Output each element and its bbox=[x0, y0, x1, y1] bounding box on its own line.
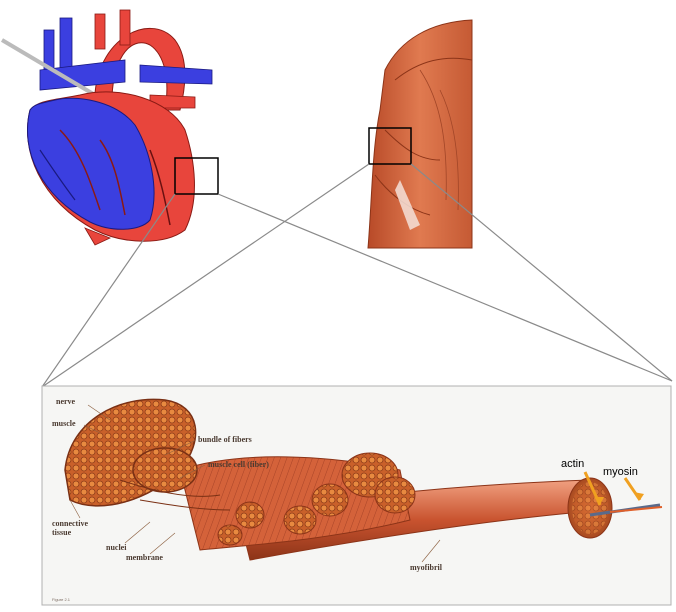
label-actin: actin bbox=[561, 458, 584, 470]
label-myofibril: myofibril bbox=[410, 563, 443, 572]
label-nerve: nerve bbox=[56, 397, 76, 406]
heart-illustration bbox=[2, 10, 218, 245]
label-membrane: membrane bbox=[126, 553, 163, 562]
label-muscle: muscle bbox=[52, 419, 76, 428]
muscle-structure-panel: nerve muscle bundle of fibers muscle cel… bbox=[42, 386, 671, 605]
label-muscle-cell: muscle cell (fiber) bbox=[208, 460, 269, 469]
arm-illustration bbox=[368, 20, 472, 248]
label-connective-tissue-1: connective bbox=[52, 519, 88, 528]
label-bundle-of-fibers: bundle of fibers bbox=[198, 435, 252, 444]
footer-caption: Figure 2.1 bbox=[52, 597, 71, 602]
label-myosin: myosin bbox=[603, 466, 638, 478]
label-connective-tissue-2: tissue bbox=[52, 528, 72, 537]
label-nuclei: nuclei bbox=[106, 543, 127, 552]
